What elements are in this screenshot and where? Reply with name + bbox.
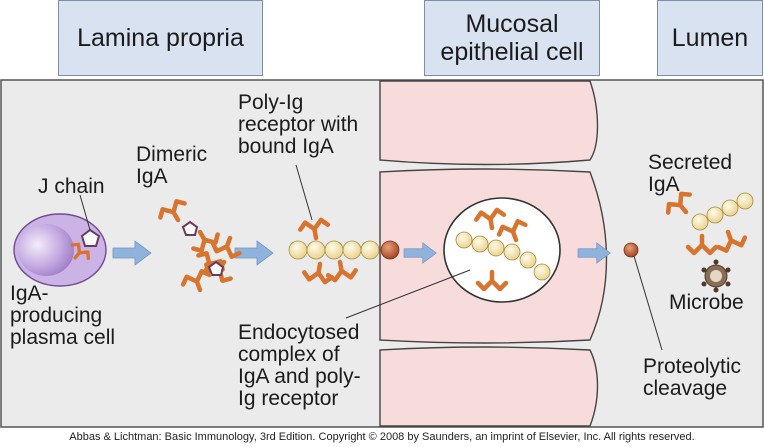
epithelial-cells [379, 80, 608, 427]
label-plasma-cell: IgA- producing plasma cell [10, 282, 116, 349]
header-lumen: Lumen [657, 0, 763, 76]
endocytosed-complex-graphic [455, 209, 551, 289]
cleavage-site-graphic [623, 242, 639, 258]
j-chain-graphic [80, 228, 101, 247]
poly-ig-receptor-graphic [288, 219, 400, 283]
header-lamina-propria: Lamina propria [58, 0, 263, 76]
header-mucosal-epithelial-cell: Mucosal epithelial cell [424, 0, 600, 76]
label-secreted-iga: Secreted IgA [648, 151, 733, 196]
label-microbe: Microbe [669, 291, 744, 314]
label-endocytosed-complex: Endocytosed complex of IgA and poly- Ig … [238, 321, 361, 410]
label-poly-ig-receptor: Poly-Ig receptor with bound IgA [238, 91, 359, 158]
plasma-cell-graphic [13, 213, 107, 287]
label-dimeric-iga: Dimeric IgA [136, 143, 208, 188]
label-proteolytic-cleavage: Proteolytic cleavage [643, 355, 742, 400]
dimeric-iga-graphic [157, 198, 243, 295]
microbe-graphic [701, 259, 731, 293]
label-j-chain: J chain [38, 175, 105, 198]
copyright-caption: Abbas & Lichtman: Basic Immunology, 3rd … [69, 431, 695, 443]
secreted-iga-graphic [664, 190, 754, 253]
